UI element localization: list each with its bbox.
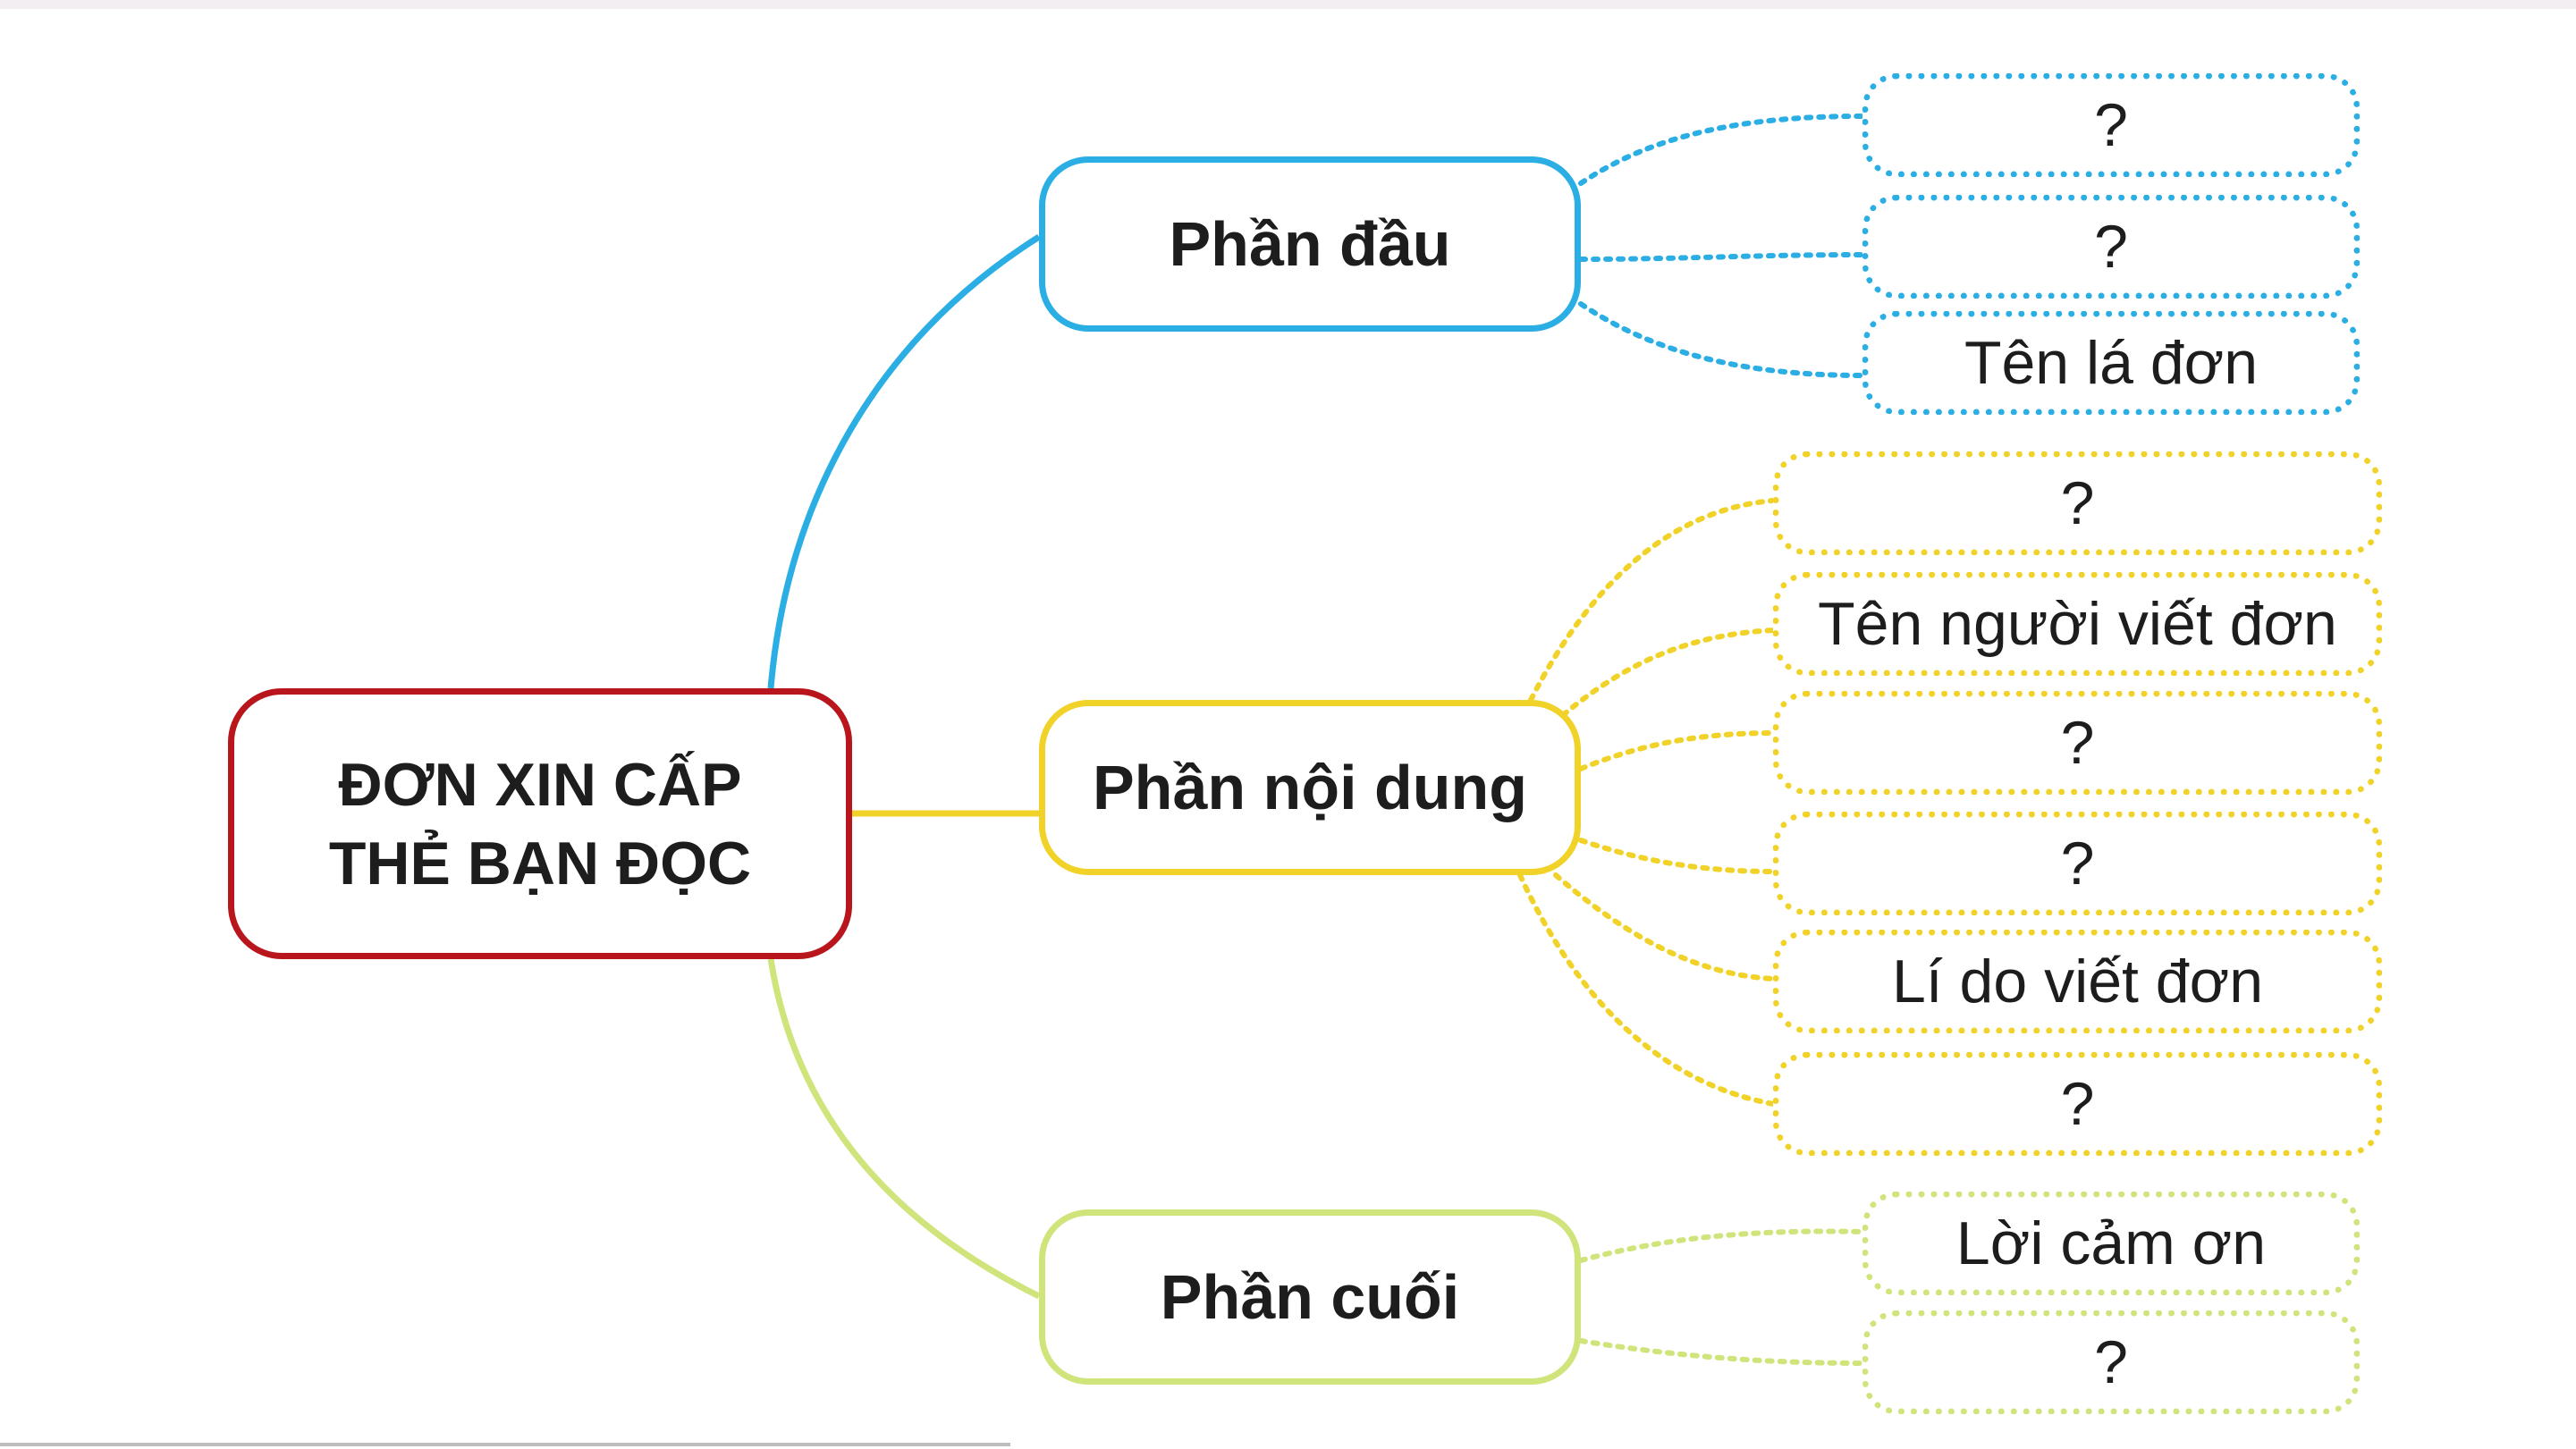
link-head-2 [1581, 255, 1862, 259]
branch-node-end: Phần cuối [1039, 1209, 1581, 1385]
link-end-1 [1581, 1231, 1862, 1260]
link-head-3 [1581, 304, 1862, 375]
root-line-1: ĐƠN XIN CẤP [329, 746, 751, 824]
leaf-end-1: Lời cảm ơn [1862, 1192, 2360, 1295]
link-body-2 [1563, 630, 1773, 715]
link-root-head [771, 237, 1039, 688]
leaf-body-3: ? [1773, 691, 2382, 795]
leaf-head-3: Tên lá đơn [1862, 311, 2360, 415]
branch-node-head: Phần đầu [1039, 156, 1581, 332]
root-line-2: THẺ BẠN ĐỌC [329, 824, 751, 903]
leaf-body-6: ? [1773, 1052, 2382, 1156]
branch-node-body: Phần nội dung [1039, 700, 1581, 875]
link-body-5 [1556, 875, 1773, 979]
link-end-2 [1581, 1341, 1862, 1363]
leaf-head-2: ? [1862, 195, 2360, 299]
bottom-border-line [0, 1443, 1010, 1446]
leaf-body-4: ? [1773, 812, 2382, 915]
link-body-3 [1581, 733, 1773, 769]
link-head-1 [1581, 116, 1862, 183]
leaf-body-1: ? [1773, 451, 2382, 555]
leaf-body-2: Tên người viết đơn [1773, 572, 2382, 676]
root-node: ĐƠN XIN CẤP THẺ BẠN ĐỌC [228, 688, 852, 959]
link-body-6 [1520, 875, 1773, 1104]
link-root-end [771, 959, 1039, 1296]
link-body-4 [1581, 840, 1773, 872]
leaf-body-5: Lí do viết đơn [1773, 930, 2382, 1033]
leaf-head-1: ? [1862, 73, 2360, 177]
link-body-1 [1531, 501, 1773, 700]
leaf-end-2: ? [1862, 1310, 2360, 1414]
